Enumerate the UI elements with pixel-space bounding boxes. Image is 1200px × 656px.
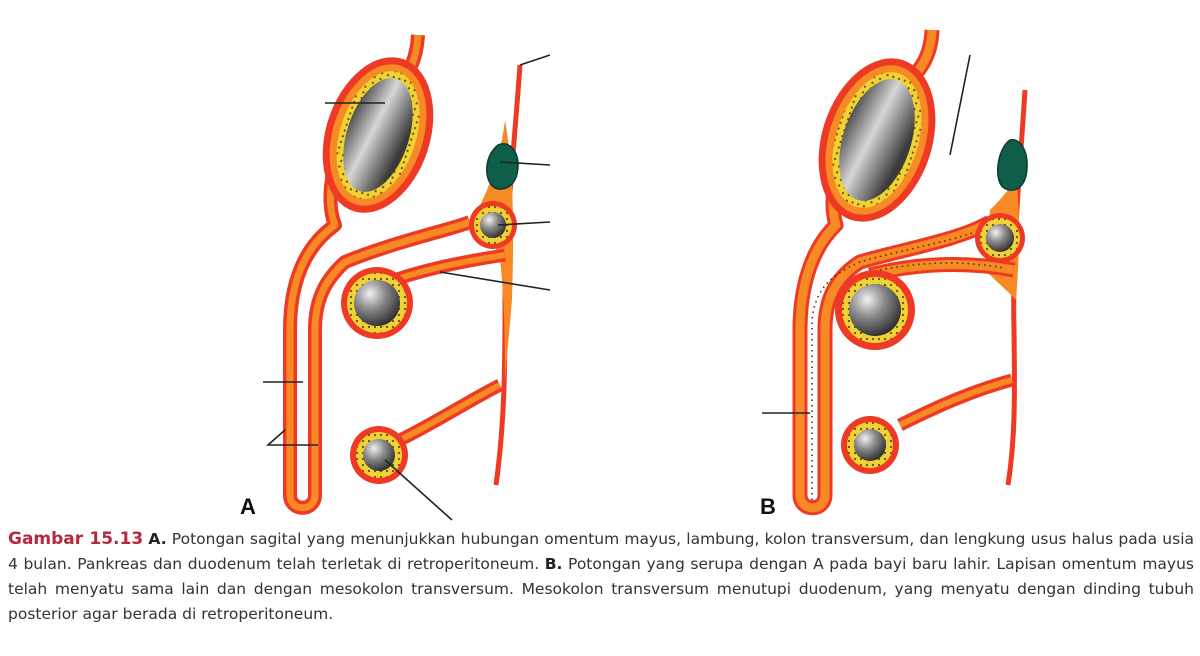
panel-b: B <box>760 29 1028 519</box>
pancreas <box>486 143 519 190</box>
embryology-diagram: A <box>240 29 1028 521</box>
leader-lines-b <box>762 54 971 414</box>
leader-lines-a <box>263 54 551 521</box>
caption-a-label: A. <box>148 530 167 548</box>
pancreas-b <box>997 139 1028 191</box>
figure-caption: Gambar 15.13 A. Potongan sagital yang me… <box>8 527 1194 627</box>
caption-a-text: Potongan sagital yang menunjukkan hubung… <box>8 530 1194 573</box>
caption-b-text: Potongan yang serupa dengan A pada bayi … <box>8 555 1194 623</box>
stomach-lumen-b <box>839 79 915 201</box>
panel-a-label: A <box>240 494 256 519</box>
stomach-lumen <box>343 78 413 192</box>
caption-b-label: B. <box>544 555 563 573</box>
panel-b-label: B <box>760 494 776 519</box>
caption-lead: Gambar 15.13 <box>8 529 144 549</box>
panel-a: A <box>240 34 551 521</box>
